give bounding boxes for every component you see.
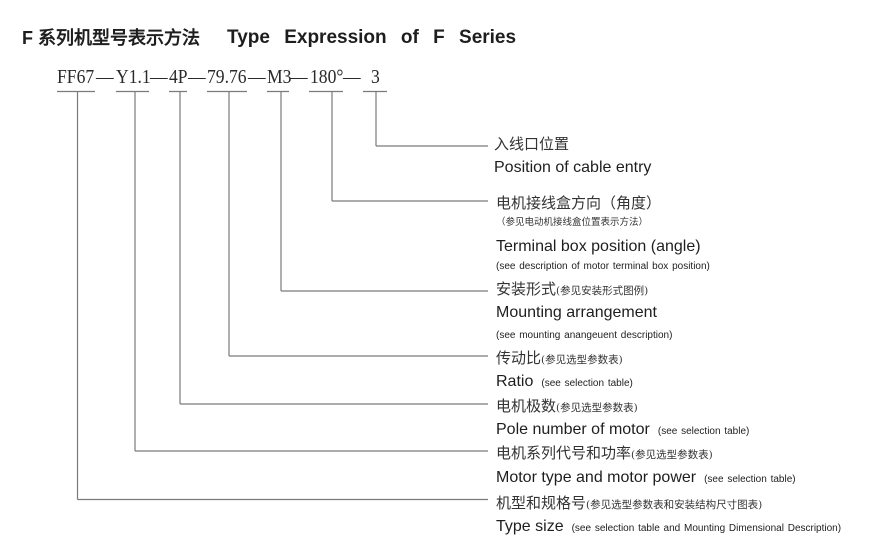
code-token-pole-number: 4P [169, 66, 188, 88]
note-cn: (参见选型参数表) [631, 449, 713, 461]
code-separator: — [290, 66, 308, 88]
label-cn-line: 安装形式(参见安装形式图例) [496, 282, 648, 297]
label-cn-line: 传动比(参见选型参数表) [496, 351, 623, 366]
label-cn: 安装形式 [496, 280, 557, 298]
code-separator: — [96, 66, 114, 88]
note-cn: (参见选型参数表和安装结构尺寸图表) [586, 499, 763, 511]
label-cn: 电机系列代号和功率 [496, 444, 632, 462]
note-en: (see selection table) [657, 426, 750, 437]
code-token-terminal-box: 180° [310, 66, 344, 88]
label-en-line: Ratio (see selection table) [496, 374, 633, 390]
note-en: (see mounting anangeuent description) [496, 330, 673, 341]
code-token-mounting: M3 [267, 66, 292, 88]
note-cn: (参见安装形式图例) [556, 285, 649, 297]
page-title-cn: F 系列机型号表示方法 [22, 28, 200, 48]
label-en: Type size [496, 518, 564, 535]
label-cn-line: 电机极数(参见选型参数表) [496, 399, 638, 414]
code-separator: — [343, 66, 361, 88]
label-en: Terminal box position (angle) [496, 238, 701, 255]
label-cn: 机型和规格号 [496, 494, 587, 512]
label-en: Motor type and motor power [496, 469, 697, 486]
note-cn: (参见选型参数表) [541, 354, 623, 366]
label-en-line: Type size (see selection table and Mounti… [496, 519, 841, 535]
label-en-line: Motor type and motor power (see selection… [496, 470, 796, 486]
code-separator: — [150, 66, 168, 88]
label-en: Position of cable entry [494, 159, 652, 176]
label-cn: 电机接线盒方向（角度） [496, 194, 662, 212]
label-en: Pole number of motor [496, 421, 650, 438]
code-token-cable-entry: 3 [371, 66, 380, 88]
page-title-en: Type Expression of F Series [227, 27, 517, 48]
code-token-motor-type-power: Y1.1 [116, 66, 151, 88]
note-en: (see selection table) [704, 474, 796, 485]
code-separator: — [188, 66, 206, 88]
label-en-line: Pole number of motor (see selection table… [496, 422, 749, 438]
code-token-type-size: FF67 [57, 66, 95, 88]
note-en: (see selection table and Mounting Dimens… [571, 523, 842, 534]
note-en: (see description of motor terminal box p… [496, 261, 710, 272]
label-cn: 传动比 [496, 349, 542, 367]
note-en: (see selection table) [541, 378, 633, 389]
note-cn: （参见电动机接线盒位置表示方法） [496, 217, 649, 228]
label-en: Mounting arrangement [496, 304, 657, 321]
label-cn-line: 机型和规格号(参见选型参数表和安装结构尺寸图表) [496, 496, 762, 511]
label-en: Ratio [496, 373, 534, 390]
code-separator: — [248, 66, 266, 88]
label-cn: 电机极数 [496, 397, 557, 415]
label-cn-line: 电机系列代号和功率(参见选型参数表) [496, 446, 713, 461]
note-cn: (参见选型参数表) [556, 402, 638, 414]
code-token-ratio: 79.76 [207, 66, 247, 88]
label-cn: 入线口位置 [494, 135, 570, 153]
